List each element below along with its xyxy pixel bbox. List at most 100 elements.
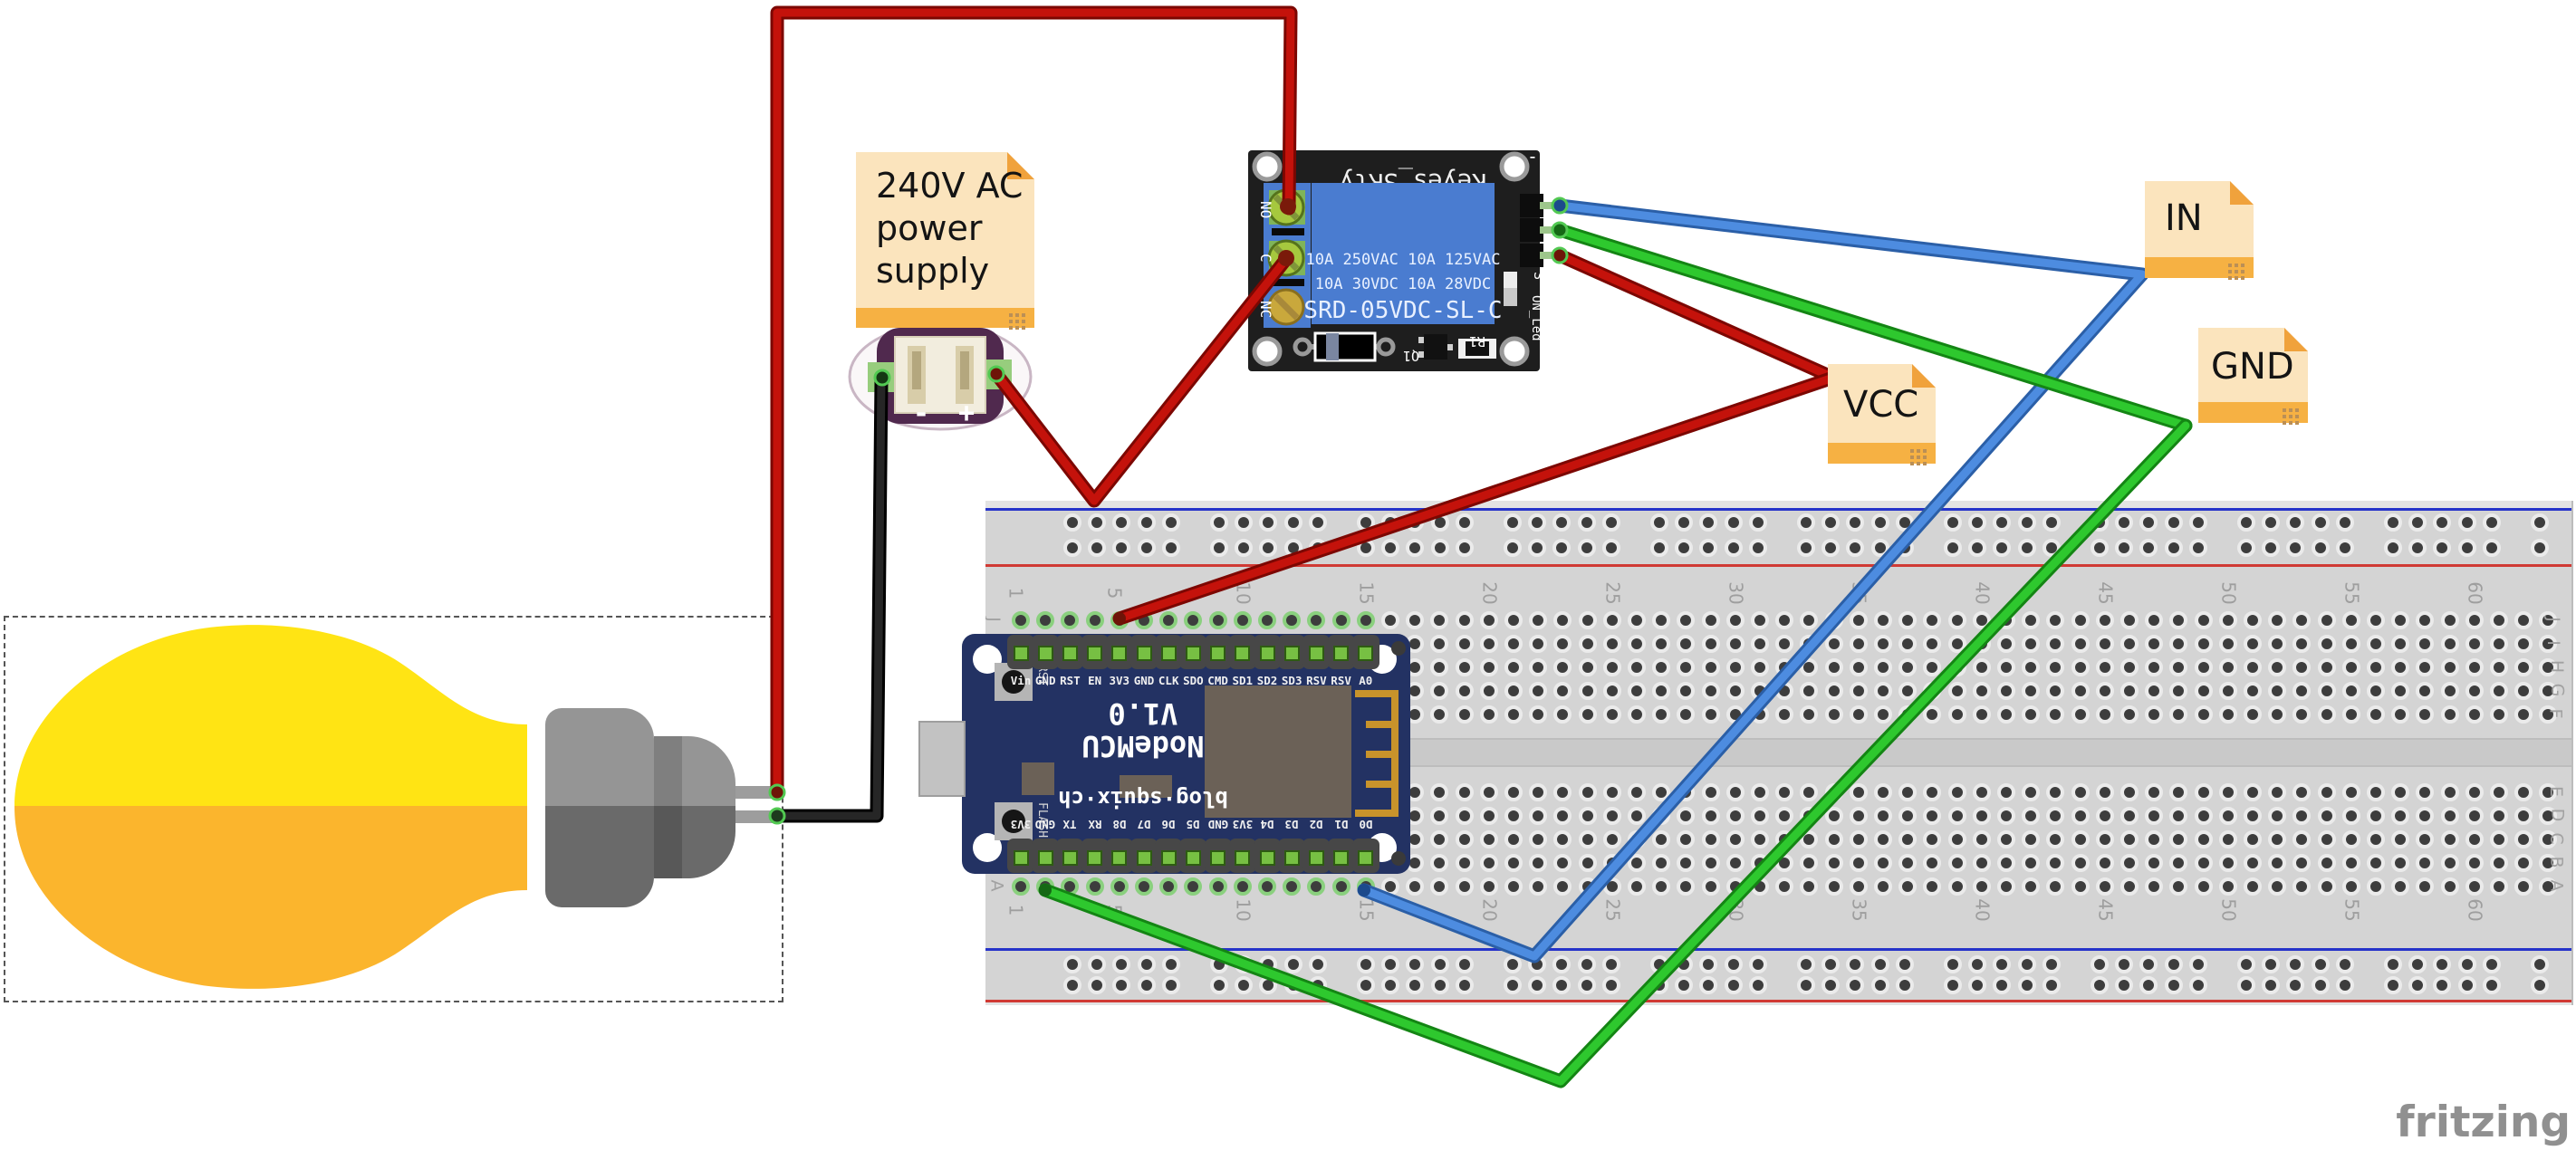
breadboard-hole[interactable] [1258,877,1276,896]
breadboard-hole[interactable] [2440,705,2459,724]
breadboard-hole[interactable] [1874,807,1892,825]
breadboard-hole[interactable] [1947,611,1966,629]
breadboard-hole[interactable] [2292,705,2312,724]
breadboard-hole[interactable] [2416,877,2435,896]
breadboard-hole[interactable] [1455,611,1474,629]
breadboard-hole[interactable] [1898,783,1918,801]
breadboard-hole[interactable] [2145,783,2164,801]
breadboard-hole[interactable] [1849,635,1868,653]
breadboard-hole[interactable] [1751,783,1769,801]
breadboard-hole[interactable] [1652,830,1671,848]
breadboard-hole[interactable] [1602,611,1621,629]
breadboard-hole[interactable] [1553,877,1572,896]
breadboard-hole[interactable] [2194,682,2213,700]
breadboard-hole[interactable] [1479,783,1498,801]
breadboard-hole[interactable] [2367,611,2385,629]
breadboard-hole[interactable] [1479,635,1498,653]
breadboard-hole[interactable] [1137,513,1156,532]
breadboard-hole[interactable] [2046,854,2065,872]
breadboard-hole[interactable] [2391,658,2410,676]
breadboard-hole[interactable] [1824,658,1843,676]
breadboard-hole[interactable] [2391,635,2410,653]
breadboard-hole[interactable] [2244,635,2262,653]
breadboard-hole[interactable] [2022,658,2041,676]
breadboard-hole[interactable] [2341,783,2360,801]
breadboard-hole[interactable] [1602,830,1621,848]
breadboard-hole[interactable] [1161,513,1180,532]
breadboard-hole[interactable] [1677,705,1696,724]
breadboard-hole[interactable] [2022,682,2041,700]
breadboard-hole[interactable] [2391,783,2410,801]
breadboard-hole[interactable] [1430,705,1449,724]
breadboard-hole[interactable] [1701,705,1720,724]
breadboard-hole[interactable] [1406,611,1425,629]
breadboard-hole[interactable] [2465,705,2484,724]
breadboard-hole[interactable] [1406,877,1425,896]
breadboard-hole[interactable] [2022,611,2041,629]
breadboard-hole[interactable] [1923,635,1942,653]
breadboard-hole[interactable] [1775,705,1794,724]
breadboard-hole[interactable] [1677,854,1696,872]
breadboard-hole[interactable] [1677,877,1696,896]
breadboard-hole[interactable] [1088,513,1107,532]
breadboard-hole[interactable] [1849,682,1868,700]
breadboard-hole[interactable] [1504,830,1523,848]
breadboard-hole[interactable] [1800,611,1819,629]
breadboard-hole[interactable] [1504,635,1523,653]
breadboard-hole[interactable] [1135,877,1153,896]
breadboard-hole[interactable] [2268,854,2287,872]
breadboard-hole[interactable] [1874,658,1892,676]
breadboard-hole[interactable] [1259,539,1278,557]
breadboard-hole[interactable] [1824,705,1843,724]
breadboard-hole[interactable] [2539,635,2558,653]
breadboard-hole[interactable] [1430,830,1449,848]
breadboard-hole[interactable] [2145,682,2164,700]
breadboard-hole[interactable] [2416,807,2435,825]
breadboard-hole[interactable] [2317,682,2336,700]
breadboard-hole[interactable] [1628,611,1646,629]
breadboard-hole[interactable] [1725,658,1745,676]
breadboard-hole[interactable] [2341,705,2360,724]
breadboard-hole[interactable] [2391,705,2410,724]
breadboard-hole[interactable] [1725,783,1745,801]
breadboard-hole[interactable] [2440,877,2459,896]
breadboard-hole[interactable] [1085,611,1104,629]
breadboard-hole[interactable] [1824,830,1843,848]
breadboard-hole[interactable] [2046,807,2065,825]
note-power-supply[interactable]: 240V AC power supply [856,152,1034,328]
breadboard-hole[interactable] [1652,877,1671,896]
breadboard-hole[interactable] [1504,854,1523,872]
breadboard-hole[interactable] [1578,635,1597,653]
breadboard-hole[interactable] [2218,635,2237,653]
breadboard-hole[interactable] [2218,877,2237,896]
breadboard-hole[interactable] [2071,830,2090,848]
breadboard-hole[interactable] [1529,830,1548,848]
breadboard-hole[interactable] [1159,611,1178,629]
breadboard-hole[interactable] [1923,830,1942,848]
breadboard-hole[interactable] [2514,705,2533,724]
breadboard-hole[interactable] [1775,877,1794,896]
breadboard-hole[interactable] [2292,830,2312,848]
breadboard-hole[interactable] [2268,611,2287,629]
breadboard-hole[interactable] [1972,682,1991,700]
breadboard-hole[interactable] [2046,783,2065,801]
breadboard-hole[interactable] [1430,635,1449,653]
breadboard-hole[interactable] [1455,635,1474,653]
breadboard-hole[interactable] [2292,783,2312,801]
breadboard-hole[interactable] [1972,658,1991,676]
breadboard-hole[interactable] [1283,877,1302,896]
breadboard-hole[interactable] [1652,705,1671,724]
breadboard-hole[interactable] [1602,658,1621,676]
breadboard-hole[interactable] [1652,658,1671,676]
breadboard-hole[interactable] [2539,830,2558,848]
breadboard-hole[interactable] [2539,658,2558,676]
breadboard-hole[interactable] [1578,807,1597,825]
breadboard-hole[interactable] [1849,705,1868,724]
breadboard-hole[interactable] [1701,854,1720,872]
breadboard-hole[interactable] [1529,783,1548,801]
breadboard-hole[interactable] [1677,611,1696,629]
breadboard-hole[interactable] [2490,682,2508,700]
breadboard-hole[interactable] [2169,635,2188,653]
breadboard-hole[interactable] [1997,830,2015,848]
breadboard-hole[interactable] [2292,807,2312,825]
